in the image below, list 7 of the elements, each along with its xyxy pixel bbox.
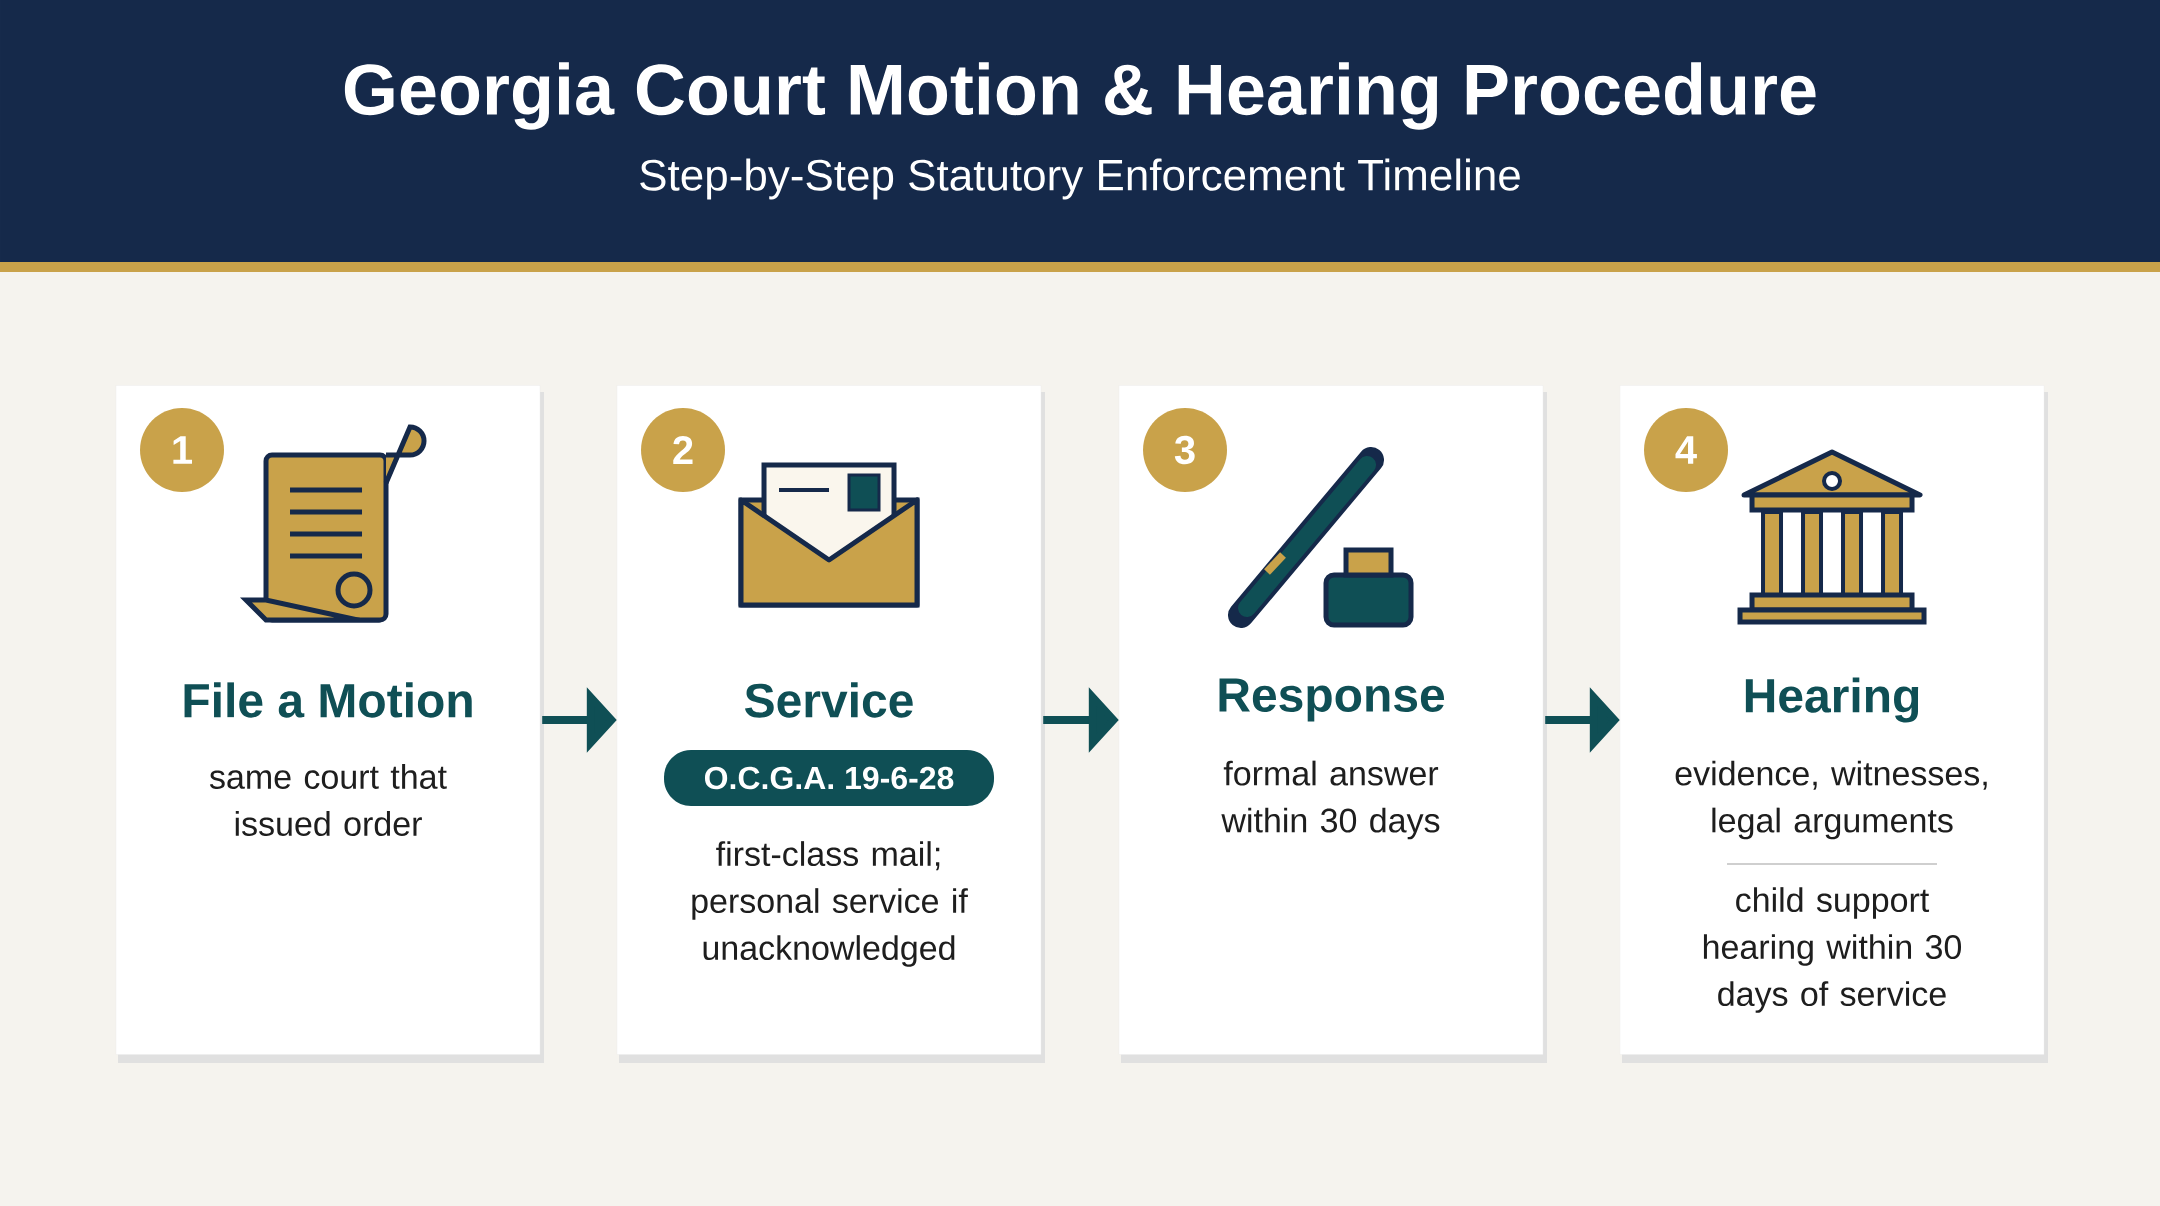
subtitle: Step-by-Step Statutory Enforcement Timeline xyxy=(640,158,1520,200)
step-number: 4 xyxy=(1644,408,1728,492)
citation-badge: O.C.G.A. 19-6-28 xyxy=(664,750,994,806)
step-number: 3 xyxy=(1143,408,1227,492)
step-number: 1 xyxy=(140,408,224,492)
step-number: 2 xyxy=(641,408,725,492)
title: Georgia Court Motion & Hearing Procedure xyxy=(344,62,1816,130)
